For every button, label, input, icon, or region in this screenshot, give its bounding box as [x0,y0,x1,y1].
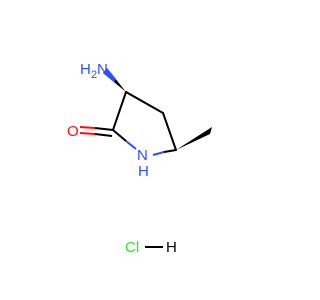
wedge-c5-methyl [176,127,212,150]
bond-n1-c5-a [152,151,165,156]
chlorine-label: Cl [125,239,139,256]
wedge-c3-nh2-b [103,68,116,82]
bond-c3-c2 [112,91,127,131]
bond-c2-n1-a [112,129,127,142]
molecule-structure: H 2 N O N H Cl H [67,61,212,256]
structure-canvas: H 2 N O N H Cl H [67,61,212,256]
bond-c2-n1-b [125,140,137,150]
bond-carbonyl [79,126,114,137]
ring-nitrogen-label: N [137,147,148,164]
salt-hydrogen-label: H [166,239,177,256]
amino-subscript-label: 2 [91,69,97,81]
ring-nitrogen-hydrogen-label: H [138,163,149,180]
bond-c4-c5 [162,112,177,151]
bond-n1-c5-b [163,149,177,153]
amino-nitrogen-label: N [97,61,108,78]
ring-bonds [112,91,177,151]
amino-hydrogen-label: H [80,61,91,78]
carbonyl-oxygen-label: O [67,123,79,140]
bond-c3-c4 [125,91,164,114]
